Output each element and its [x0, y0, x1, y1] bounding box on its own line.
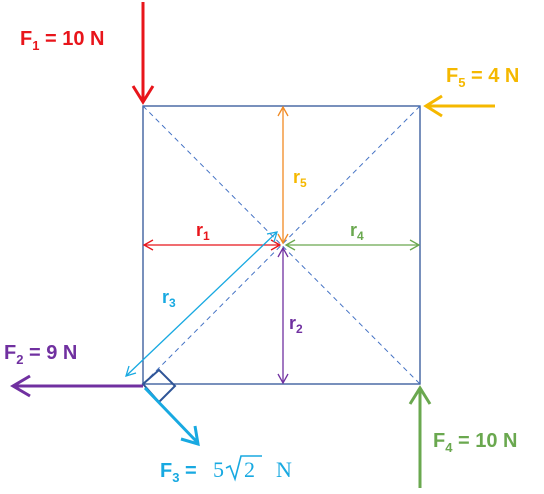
f1-force-arrow — [131, 2, 155, 105]
right-angle-marker — [141, 368, 177, 404]
svg-text:F3 =: F3 = — [160, 460, 202, 485]
f5-label: F5 = 4 N — [446, 65, 519, 90]
f5-force-arrow — [423, 94, 495, 118]
f2-force-arrow — [10, 374, 143, 398]
r4-distance-arrow — [284, 239, 421, 251]
r5-label: r5 — [293, 167, 307, 190]
f3-unit: N — [276, 457, 292, 482]
r3-distance-arrow — [125, 231, 278, 377]
f3-label: F3 = 5 2 N — [160, 455, 292, 485]
r4-label: r4 — [350, 220, 364, 243]
r2-distance-arrow — [277, 246, 289, 385]
r5-distance-arrow — [277, 105, 289, 245]
f3-coefficient: 5 — [213, 457, 224, 482]
f3-force-arrow — [143, 386, 200, 447]
diagonal-tl-br — [142, 105, 421, 385]
diagonal-tr-bl — [142, 105, 421, 385]
f4-force-arrow — [408, 385, 432, 488]
r3-label: r3 — [162, 287, 176, 310]
f3-radicand: 2 — [244, 457, 255, 482]
r2-label: r2 — [289, 313, 303, 336]
f2-label: F2 = 9 N — [4, 342, 77, 367]
f1-label: F1 = 10 N — [20, 28, 105, 53]
f4-label: F4 = 10 N — [433, 430, 518, 455]
r1-label: r1 — [196, 220, 210, 243]
sqrt-symbol — [225, 455, 262, 482]
